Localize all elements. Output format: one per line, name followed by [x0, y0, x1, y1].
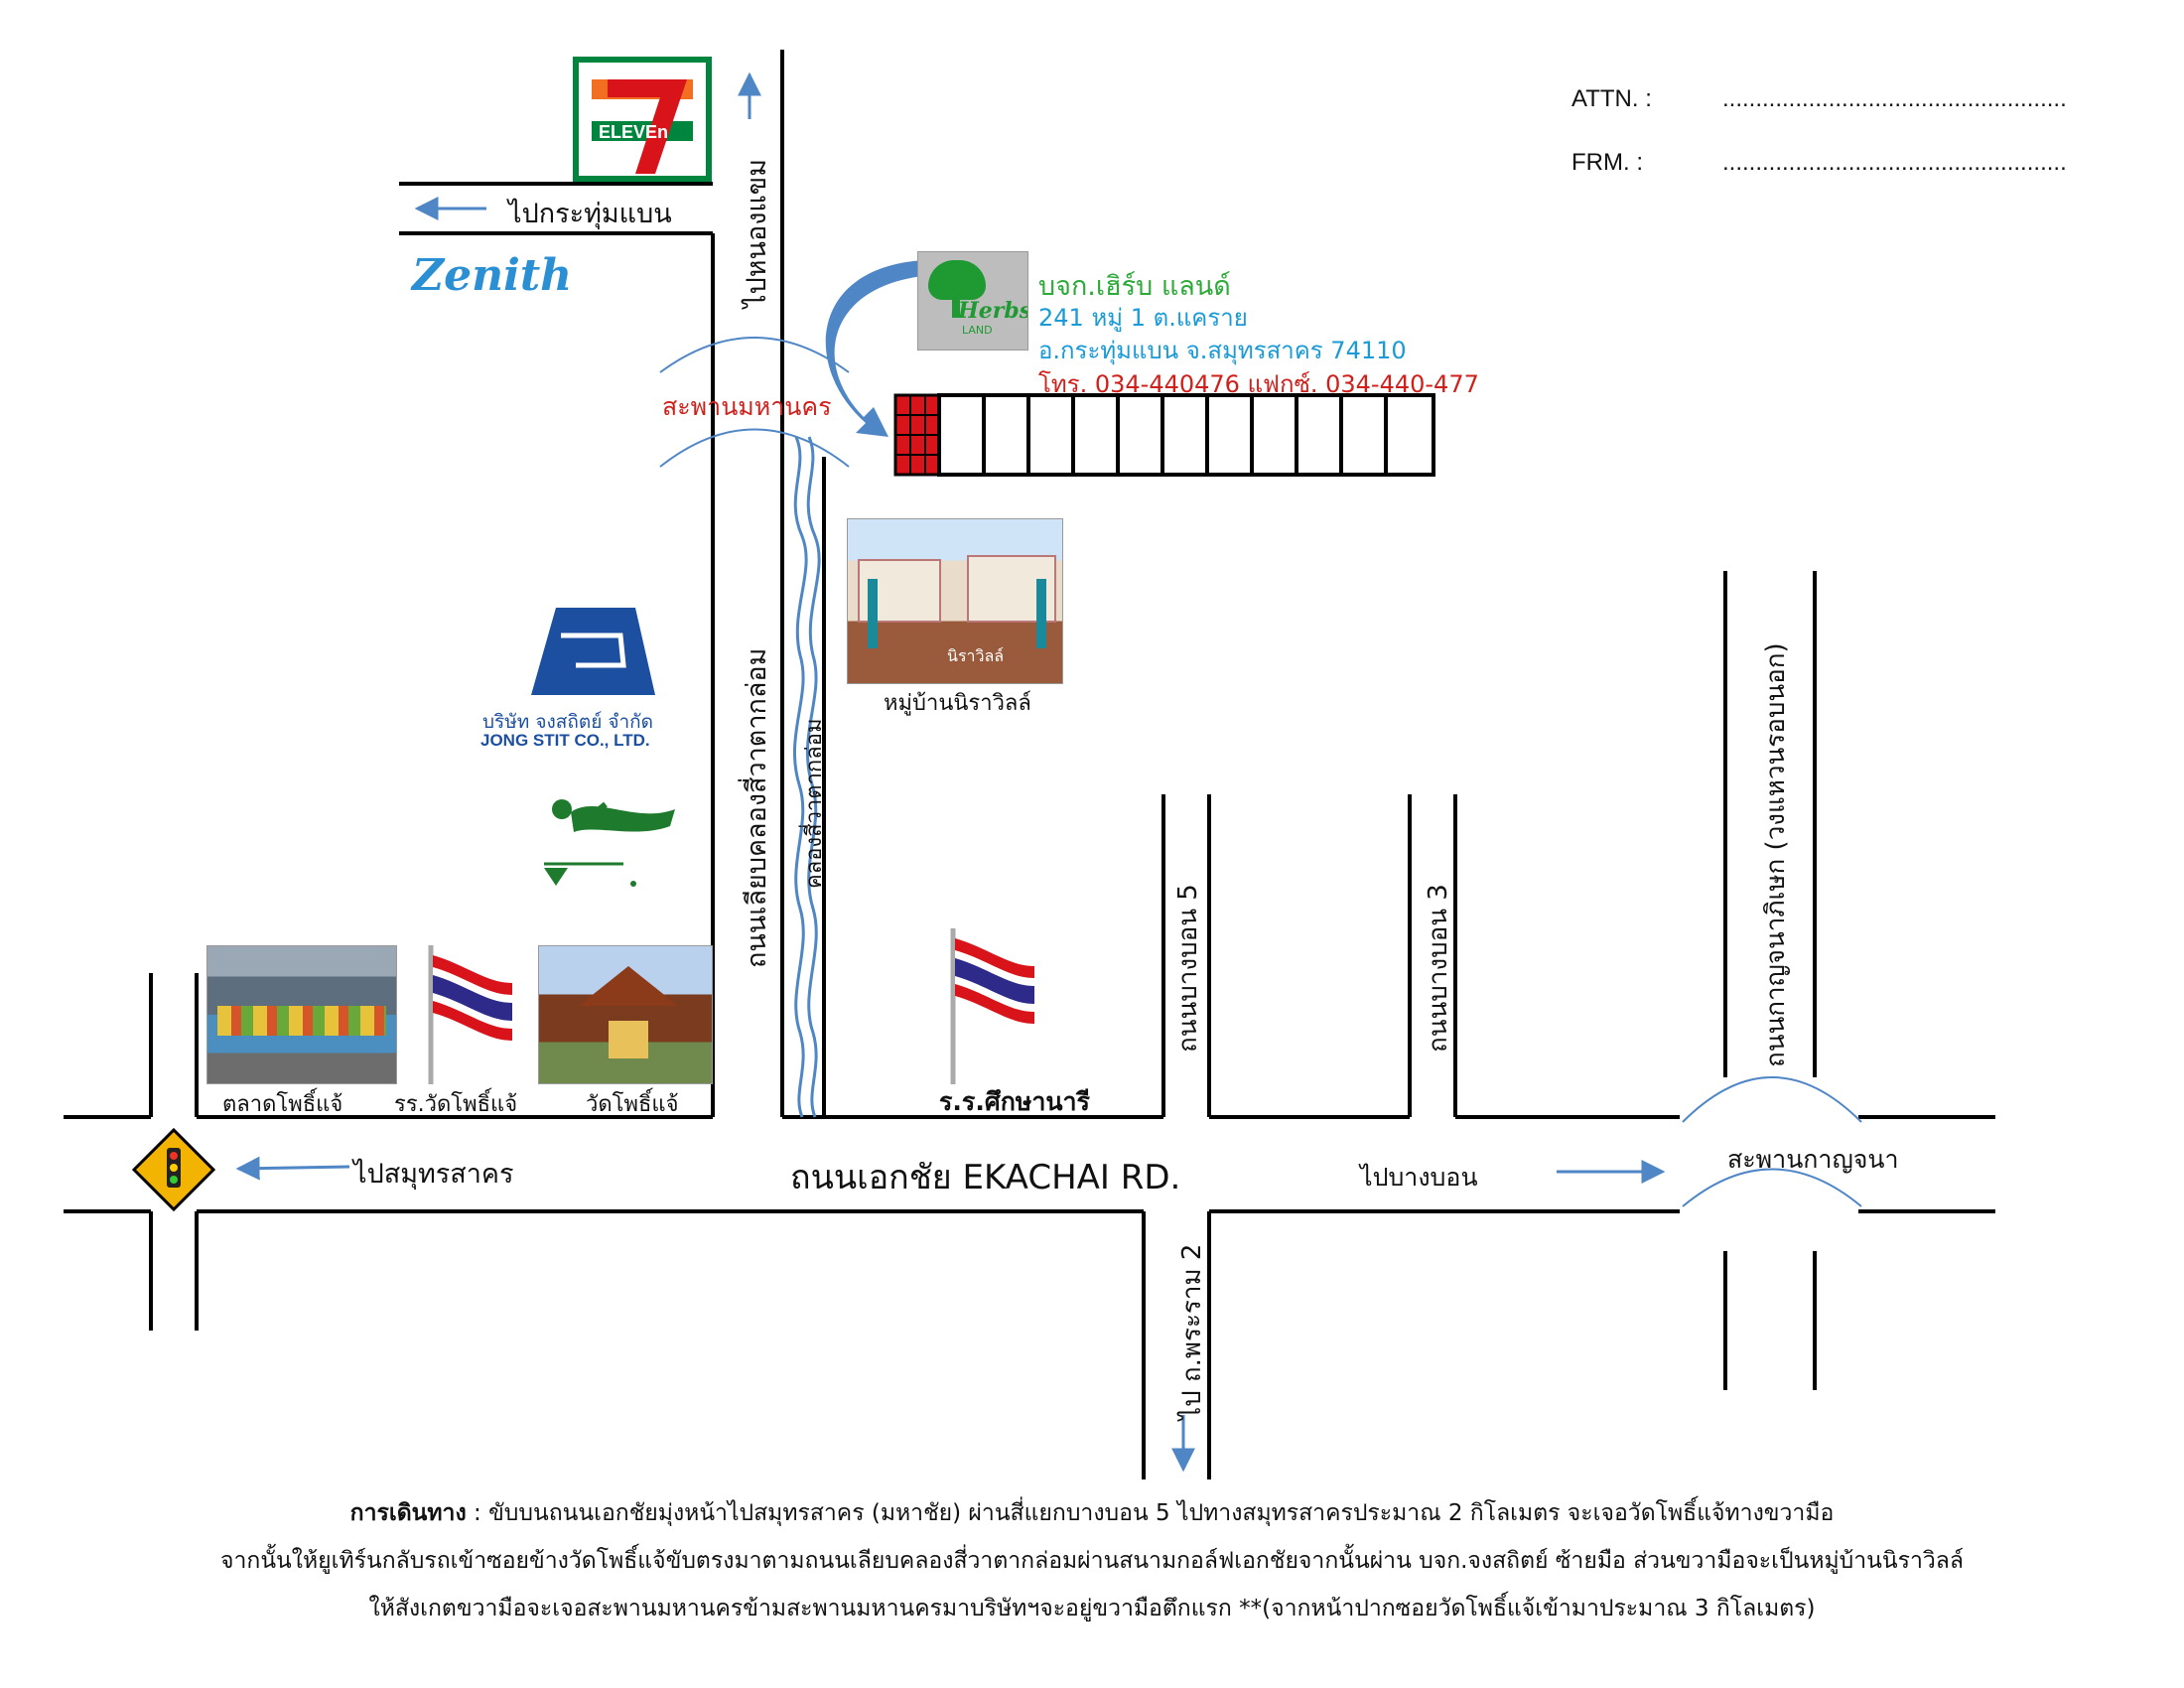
to-nongkham-label: ไปหนองแขม: [742, 158, 772, 308]
golf-icon: [544, 799, 675, 887]
attn-label: ATTN. :: [1571, 85, 1652, 112]
nirawill-photo: นิราวิลล์: [847, 518, 1063, 684]
road-lines: [64, 50, 1995, 1479]
ekachai-road-label: ถนนเอกชัย EKACHAI RD.: [790, 1158, 1181, 1197]
directions-line-3: ให้สังเกตขวามือจะเจอสะพานมหานครข้ามสะพาน…: [368, 1596, 1816, 1621]
nirawill-sign: นิราวิลล์: [947, 646, 1005, 665]
bangbon3-label: ถนนบางบอน 3: [1424, 884, 1453, 1053]
kanchanaphisek-label: ถนนกาญจนาภิเษก (วงแหวนรอบนอก): [1761, 642, 1791, 1067]
herbs-land-logo: Herbs LAND: [917, 251, 1028, 351]
curved-arrow: [825, 260, 925, 437]
company-phone: โทร. 034-440476 แฟกซ์. 034-440-477: [1038, 370, 1479, 398]
directions-block: การเดินทาง : ขับบนถนนเอกชัยมุ่งหน้าไปสมุ…: [60, 1489, 2124, 1632]
school-suksanaree-label: ร.ร.ศึกษานารี: [939, 1087, 1090, 1116]
canal-road-label: ถนนเลียบคลองสี่วาตากล่อม: [742, 647, 772, 968]
company-address-2: อ.กระทุ่มแบน จ.สมุทรสาคร 74110: [1038, 337, 1407, 364]
bridge-kanchana-label: สะพานกาญจนา: [1727, 1145, 1899, 1174]
directions-line-2: จากนั้นให้ยูเทิร์นกลับรถเข้าซอยข้างวัดโพ…: [220, 1548, 1964, 1574]
seven-eleven-text: ELEVEn: [599, 122, 669, 142]
directions-line-1: การเดินทาง : ขับบนถนนเอกชัยมุ่งหน้าไปสมุ…: [60, 1489, 2124, 1537]
frm-field[interactable]: ........................................…: [1722, 149, 2067, 176]
to-krathumbaen-label: ไปกระทุ่มแบน: [508, 199, 672, 229]
thai-flag-icon: [950, 928, 1034, 1084]
jongstit-name-en: JONG STIT CO., LTD.: [480, 731, 650, 750]
zenith-logo: Zenith: [412, 250, 573, 301]
attn-field[interactable]: ........................................…: [1722, 85, 2067, 112]
company-address-1: 241 หมู่ 1 ต.แคราย: [1038, 304, 1248, 332]
canal-water: [793, 436, 808, 1118]
wat-pho-label: วัดโพธิ์แจ้: [586, 1092, 679, 1117]
bridge-mahanakorn-label: สะพานมหานคร: [662, 392, 832, 421]
to-bangbon-label: ไปบางบอน: [1360, 1163, 1478, 1192]
bangbon5-label: ถนนบางบอน 5: [1173, 884, 1203, 1053]
seven-eleven-logo: [573, 57, 712, 182]
jongstit-name-th: บริษัท จงสถิตย์ จำกัด: [482, 711, 654, 733]
thai-flag-icon: [428, 945, 512, 1084]
nirawill-label: หมู่บ้านนิราวิลล์: [884, 691, 1031, 716]
market-label: ตลาดโพธิ์แจ้: [222, 1092, 343, 1117]
company-building: [893, 393, 1435, 477]
directions-text-1: : ขับบนถนนเอกชัยมุ่งหน้าไปสมุทรสาคร (มหา…: [466, 1500, 1835, 1526]
to-samutsakhon-label: ไปสมุทรสาคร: [353, 1159, 514, 1190]
market-photo: [206, 945, 397, 1084]
canal-label: คลองสี่วาตากล่อม: [802, 718, 827, 889]
company-name: บจก.เฮิร์บ แลนด์: [1038, 271, 1231, 302]
logo-text: Herbs: [958, 298, 1028, 324]
logo-subtext: LAND: [962, 324, 993, 337]
bridge-arcs: [659, 337, 1862, 1207]
traffic-light-sign-icon: [131, 1127, 216, 1212]
frm-label: FRM. :: [1571, 149, 1643, 176]
jongstit-logo: [531, 608, 655, 695]
to-rama2-label: ไป ถ.พระราม 2: [1177, 1243, 1207, 1420]
wat-photo: [538, 945, 713, 1084]
school-watpho-label: รร.วัดโพธิ์แจ้: [394, 1092, 518, 1117]
direction-arrows: [235, 71, 1666, 1473]
directions-heading: การเดินทาง: [349, 1500, 467, 1526]
